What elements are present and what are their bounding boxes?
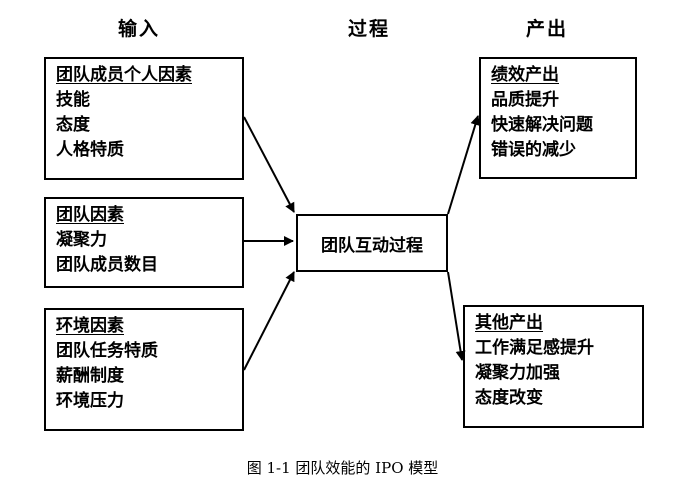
input-box-item: 团队成员数目 xyxy=(56,255,158,275)
input-box-team: 团队因素 凝聚力 团队成员数目 xyxy=(44,197,244,288)
input-box-individual: 团队成员个人因素 技能 态度 人格特质 xyxy=(44,57,244,180)
input-box-item: 人格特质 xyxy=(56,140,124,160)
output-header: 产出 xyxy=(526,18,569,40)
input-box-environment: 环境因素 团队任务特质 薪酬制度 环境压力 xyxy=(44,308,244,431)
output-box-item: 凝聚力加强 xyxy=(475,363,560,383)
arrow-process-to-other xyxy=(447,271,466,361)
arrow-individual-to-process xyxy=(243,116,295,213)
output-box-performance: 绩效产出 品质提升 快速解决问题 错误的减少 xyxy=(479,57,637,179)
output-box-item: 态度改变 xyxy=(475,388,543,408)
figure-caption: 图 1-1 团队效能的 IPO 模型 xyxy=(246,459,439,477)
input-box-title: 环境因素 xyxy=(56,316,124,336)
input-box-item: 薪酬制度 xyxy=(56,366,124,386)
input-box-item: 环境压力 xyxy=(56,391,124,411)
input-box-item: 技能 xyxy=(56,90,90,110)
input-box-item: 团队任务特质 xyxy=(56,341,158,361)
output-box-item: 错误的减少 xyxy=(491,140,576,160)
arrow-process-to-performance xyxy=(447,115,481,215)
output-box-item: 快速解决问题 xyxy=(491,115,593,135)
input-box-title: 团队成员个人因素 xyxy=(56,65,192,85)
output-box-item: 工作满足感提升 xyxy=(475,338,594,358)
input-header: 输入 xyxy=(118,18,161,40)
input-box-item: 态度 xyxy=(56,115,90,135)
arrow-environment-to-process xyxy=(243,271,295,371)
input-box-title: 团队因素 xyxy=(56,205,124,225)
output-box-title: 其他产出 xyxy=(475,313,543,333)
output-box-item: 品质提升 xyxy=(491,90,559,110)
output-box-other: 其他产出 工作满足感提升 凝聚力加强 态度改变 xyxy=(463,305,644,428)
input-box-item: 凝聚力 xyxy=(56,230,107,250)
process-header: 过程 xyxy=(348,18,391,40)
output-box-title: 绩效产出 xyxy=(491,65,559,85)
process-box: 团队互动过程 xyxy=(296,214,448,272)
